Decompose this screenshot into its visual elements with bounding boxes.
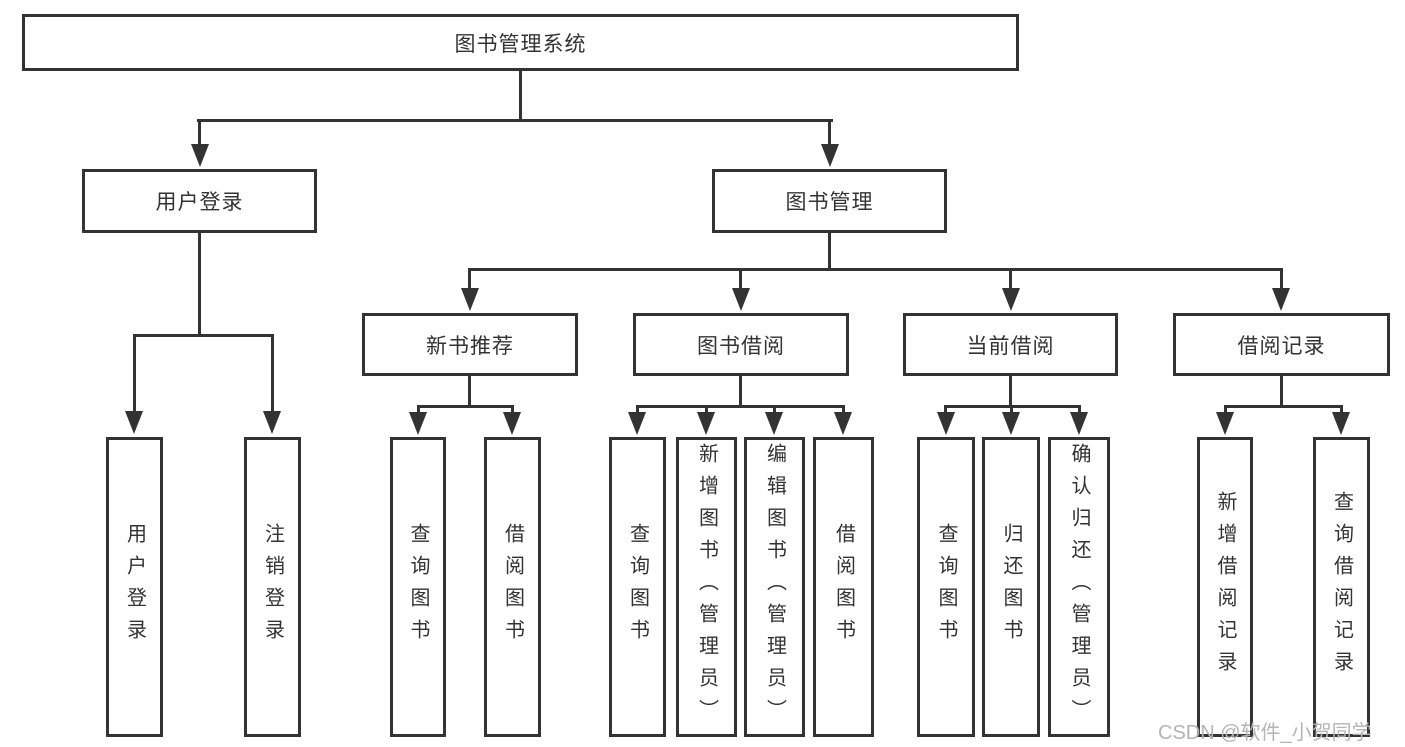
connector-line (773, 405, 776, 414)
arrow-down-icon (263, 411, 281, 434)
node-book-borrow: 图书借阅 (633, 313, 849, 376)
arrow-down-icon (409, 412, 427, 435)
connector-line (1280, 376, 1283, 405)
arrow-down-icon (821, 144, 839, 167)
connector-line (468, 268, 1283, 271)
connector-line (1280, 268, 1283, 290)
arrow-down-icon (937, 412, 955, 435)
connector-line (1224, 405, 1227, 414)
connector-line (1224, 405, 1342, 408)
arrow-down-icon (1002, 412, 1020, 435)
connector-line (468, 268, 471, 290)
node-current-borrow: 当前借阅 (903, 313, 1118, 376)
connector-line (842, 405, 845, 414)
connector-line (944, 405, 947, 414)
node-borrow-records: 借阅记录 (1173, 313, 1390, 376)
connector-line (198, 119, 201, 147)
connector-line (828, 119, 831, 147)
leaf-confirm-return-admin: 确认归还（管理员） (1048, 437, 1110, 737)
arrow-down-icon (697, 412, 715, 435)
arrow-down-icon (765, 412, 783, 435)
node-root-system: 图书管理系统 (22, 14, 1019, 71)
csdn-watermark: CSDN @软件_小贺同学 (1158, 722, 1372, 744)
leaf-query-books-current: 查询图书 (917, 437, 975, 737)
arrow-down-icon (732, 288, 750, 311)
arrow-down-icon (1332, 412, 1350, 435)
connector-line (133, 334, 274, 337)
arrow-down-icon (1272, 288, 1290, 311)
leaf-borrow-books: 借阅图书 (813, 437, 874, 737)
leaf-query-books-recommend: 查询图书 (390, 437, 446, 737)
arrow-down-icon (628, 412, 646, 435)
connector-line (133, 334, 136, 412)
connector-line (417, 405, 420, 414)
arrow-down-icon (1002, 288, 1020, 311)
leaf-edit-book-admin: 编辑图书（管理员） (744, 437, 805, 737)
connector-line (198, 233, 201, 334)
leaf-query-borrow-record: 查询借阅记录 (1313, 437, 1370, 737)
connector-line (511, 405, 514, 414)
connector-line (705, 405, 708, 414)
connector-line (739, 376, 742, 405)
node-user-login: 用户登录 (82, 169, 317, 233)
connector-line (828, 233, 831, 268)
connector-line (519, 70, 522, 119)
leaf-return-books: 归还图书 (982, 437, 1040, 737)
connector-line (636, 405, 845, 408)
connector-line (468, 376, 471, 405)
leaf-add-borrow-record: 新增借阅记录 (1197, 437, 1253, 737)
node-new-book-recommend: 新书推荐 (362, 313, 578, 376)
connector-line (636, 405, 639, 414)
arrow-down-icon (191, 144, 209, 167)
connector-line (417, 405, 514, 408)
leaf-user-login: 用户登录 (106, 437, 163, 737)
connector-line (1009, 268, 1012, 290)
connector-line (197, 119, 833, 122)
node-book-management: 图书管理 (712, 169, 947, 233)
connector-line (1009, 376, 1012, 405)
arrow-down-icon (1070, 412, 1088, 435)
arrow-down-icon (503, 412, 521, 435)
arrow-down-icon (1216, 412, 1234, 435)
leaf-add-book-admin: 新增图书（管理员） (676, 437, 737, 737)
connector-line (739, 268, 742, 290)
arrow-down-icon (834, 412, 852, 435)
leaf-borrow-books-recommend: 借阅图书 (484, 437, 541, 737)
connector-line (271, 334, 274, 412)
leaf-query-books-borrow: 查询图书 (609, 437, 666, 737)
arrow-down-icon (461, 288, 479, 311)
connector-line (1078, 405, 1081, 414)
connector-line (1010, 405, 1013, 414)
leaf-logout: 注销登录 (244, 437, 301, 737)
connector-line (1340, 405, 1343, 414)
arrow-down-icon (125, 411, 143, 434)
